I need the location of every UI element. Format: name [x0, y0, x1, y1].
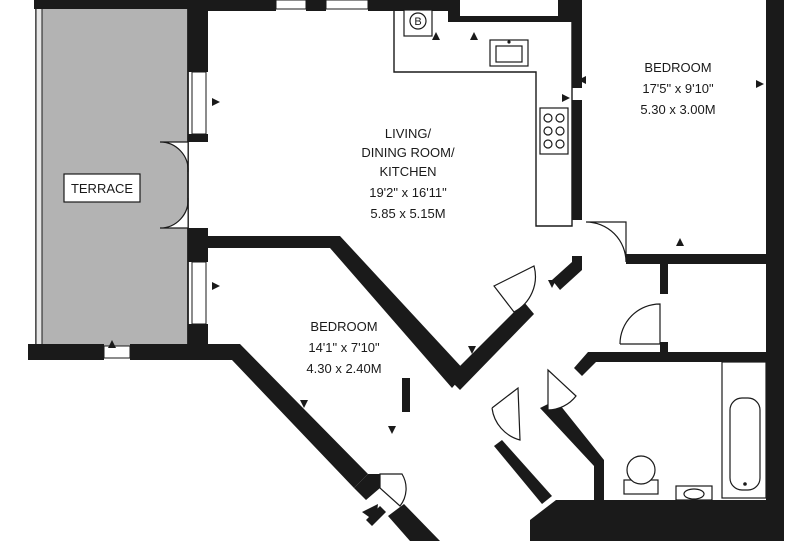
- main-bedroom-imperial: 17'5" x 9'10": [642, 81, 714, 96]
- basin-icon: [675, 485, 713, 501]
- second-bedroom-label: BEDROOM 14'1" x 7'10" 4.30 x 2.40M: [306, 319, 381, 376]
- hob-icon: [539, 107, 569, 155]
- living-room-label: LIVING/ DINING ROOM/ KITCHEN 19'2" x 16'…: [361, 126, 455, 221]
- living-metric: 5.85 x 5.15M: [370, 206, 445, 221]
- toilet-icon: [623, 455, 659, 495]
- living-name-3: KITCHEN: [379, 164, 436, 179]
- walls: [28, 0, 784, 541]
- entrance-arrow-icon: [362, 504, 386, 526]
- boiler-icon: B: [403, 9, 433, 37]
- living-name-2: DINING ROOM/: [361, 145, 455, 160]
- terrace: [35, 7, 189, 349]
- main-bedroom-name: BEDROOM: [644, 60, 711, 75]
- terrace-label: TERRACE: [71, 181, 133, 196]
- second-bedroom-imperial: 14'1" x 7'10": [308, 340, 380, 355]
- bathroom-fixtures: [623, 361, 767, 501]
- living-imperial: 19'2" x 16'11": [369, 185, 447, 200]
- sink-basin: [495, 45, 523, 63]
- kitchen-counter: B: [393, 9, 573, 227]
- dimension-markers: [108, 32, 764, 434]
- living-name-1: LIVING/: [385, 126, 432, 141]
- boiler-label: B: [414, 16, 421, 28]
- terrace-label-box: TERRACE: [63, 173, 141, 203]
- second-bedroom-name: BEDROOM: [310, 319, 377, 334]
- main-bedroom-label: BEDROOM 17'5" x 9'10" 5.30 x 3.00M: [640, 60, 715, 117]
- bath-icon: [721, 361, 767, 499]
- main-bedroom-metric: 5.30 x 3.00M: [640, 102, 715, 117]
- doors: [159, 141, 661, 507]
- second-bedroom-metric: 4.30 x 2.40M: [306, 361, 381, 376]
